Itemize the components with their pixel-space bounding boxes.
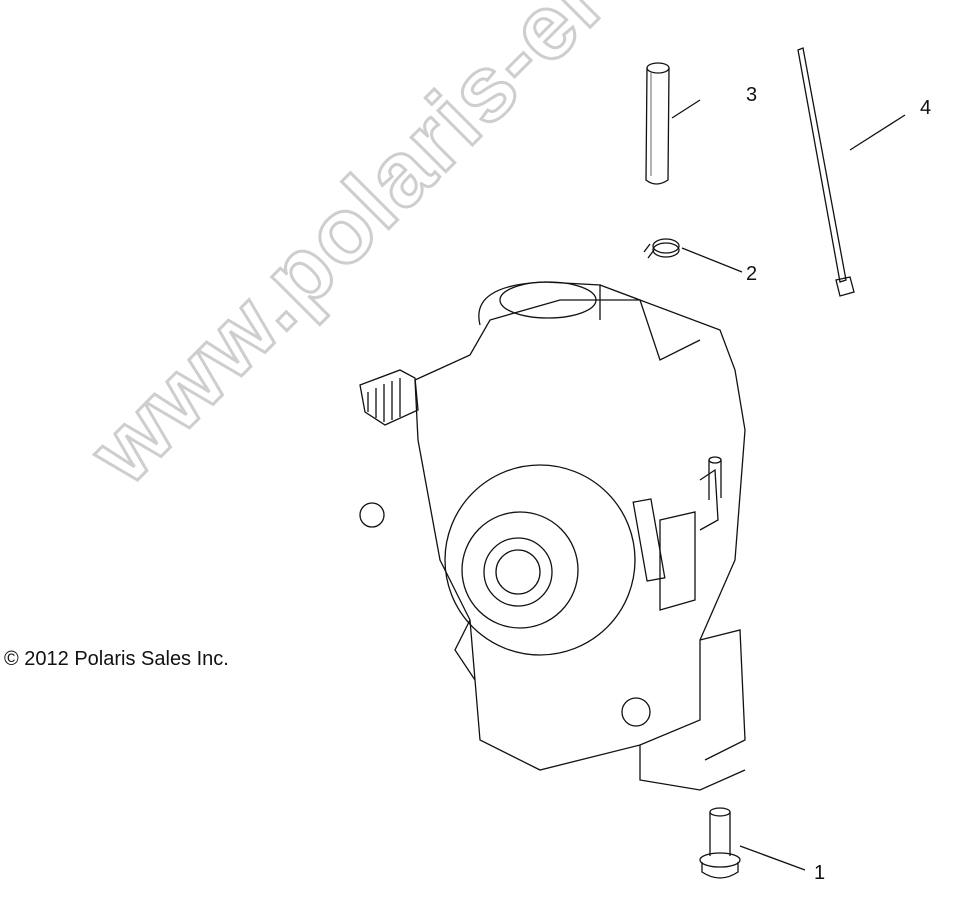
callout-1: 1 (814, 862, 826, 884)
part-2-clamp (643, 238, 680, 259)
copyright-notice: © 2012 Polaris Sales Inc. (4, 648, 229, 670)
part-1-bolt (699, 807, 741, 879)
callout-3: 3 (746, 84, 758, 106)
callout-2: 2 (746, 263, 758, 285)
part-4-cable-tie (797, 47, 855, 297)
callout-4: 4 (920, 97, 932, 119)
gearcase-assembly (359, 281, 746, 791)
part-3-tube (645, 62, 670, 185)
leader-lines (671, 99, 906, 871)
